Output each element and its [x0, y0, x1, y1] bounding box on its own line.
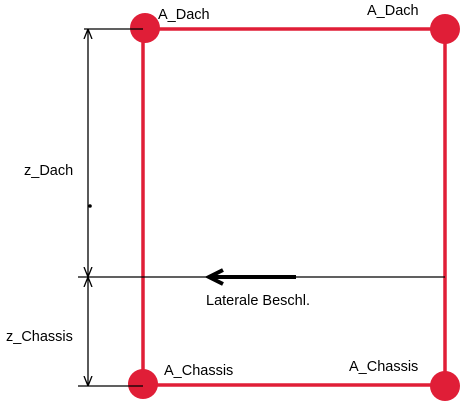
frame [141, 27, 447, 387]
bottom-left-node-label: A_Chassis [164, 363, 233, 379]
arrow-head [204, 268, 224, 286]
node-top-right [430, 14, 460, 44]
node-bottom-left [128, 369, 158, 399]
node-top-left [130, 13, 160, 43]
roof-height-label: z_Dach [24, 163, 73, 179]
top-left-node-label: A_Dach [158, 7, 210, 23]
chassis-height-label: z_Chassis [6, 329, 73, 345]
dimension-lines [78, 28, 445, 387]
dot-marker [88, 204, 92, 208]
bottom-right-node-label: A_Chassis [349, 359, 418, 375]
lateral-acceleration-arrow [204, 268, 296, 286]
top-right-node-label: A_Dach [367, 3, 419, 19]
node-bottom-right [430, 371, 460, 401]
lateral-acceleration-label: Laterale Beschl. [206, 293, 310, 309]
